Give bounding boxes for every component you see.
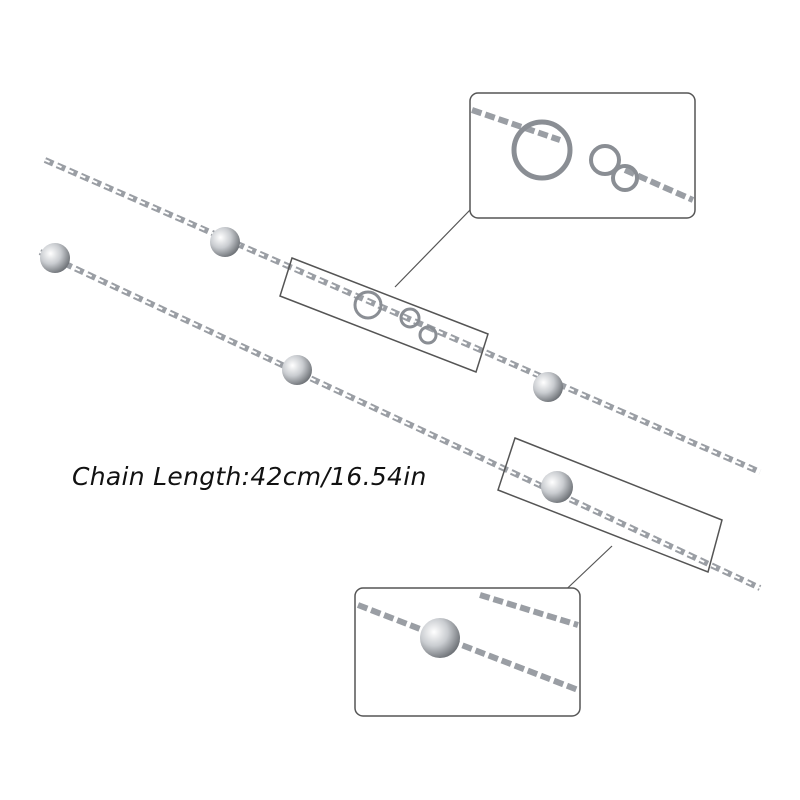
bead bbox=[210, 227, 240, 257]
bead-highlight-frame bbox=[497, 437, 723, 574]
clasp bbox=[353, 290, 438, 345]
bead bbox=[533, 372, 563, 402]
bead bbox=[40, 243, 70, 273]
bead bbox=[282, 355, 312, 385]
chain-lower bbox=[38, 249, 762, 591]
callout-line bbox=[394, 209, 471, 288]
bead bbox=[541, 471, 573, 503]
clasp-detail-inset bbox=[469, 92, 696, 219]
bead-detail-inset bbox=[354, 587, 581, 717]
chain-length-caption: Chain Length:42cm/16.54in bbox=[72, 462, 427, 491]
clasp-highlight-frame bbox=[279, 257, 489, 373]
